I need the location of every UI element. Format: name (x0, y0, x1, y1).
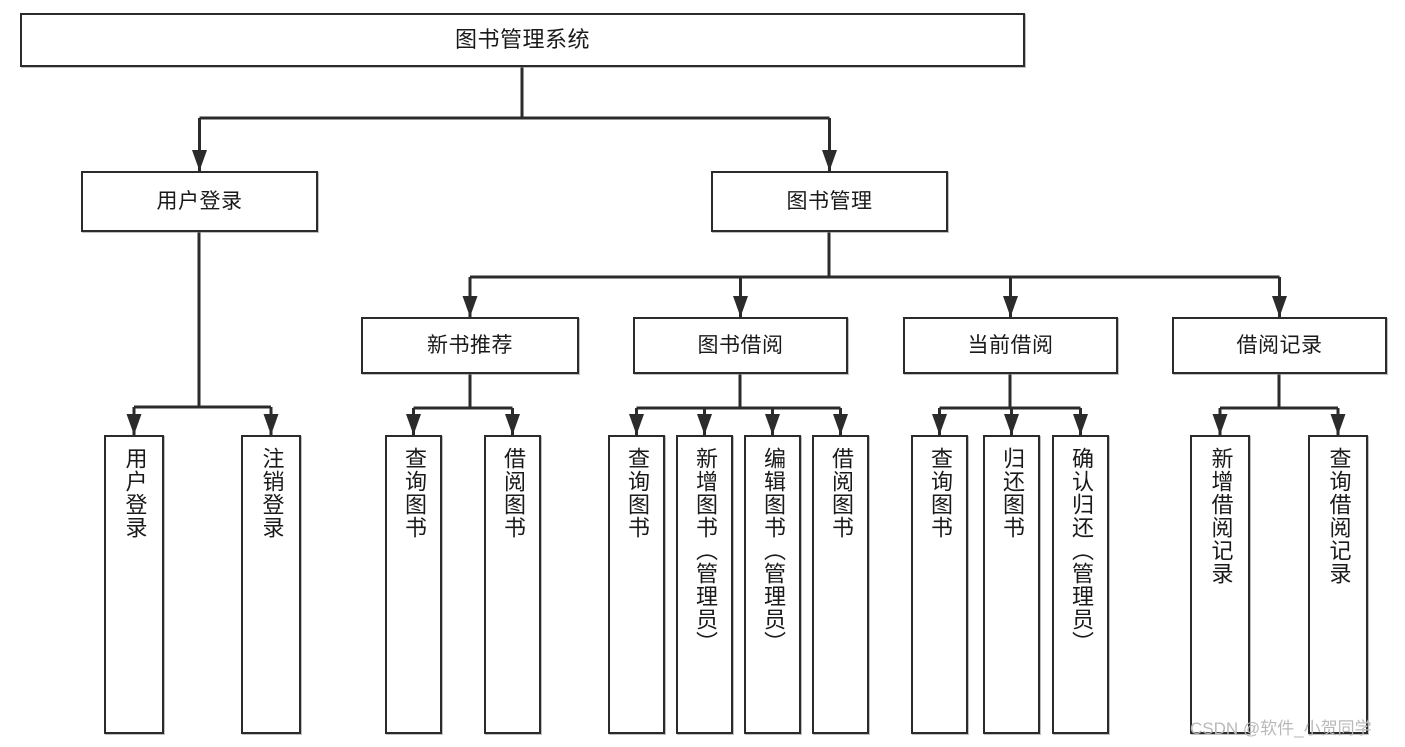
node-leaf-query-record: 查询借阅记录 (1308, 435, 1368, 734)
node-borrow-record: 借阅记录 (1172, 317, 1387, 374)
arrowhead-icon-leaf-borrow-book-2 (833, 414, 848, 435)
arrowhead-icon-user-login (192, 150, 207, 171)
arrowhead-icon-leaf-add-book (697, 414, 712, 435)
node-new-book-rec: 新书推荐 (361, 317, 579, 374)
arrowhead-icon-leaf-add-record (1212, 414, 1228, 435)
node-label-leaf-add-record: 新增借阅记录 (1208, 447, 1234, 585)
node-label-root: 图书管理系统 (454, 26, 590, 52)
node-leaf-add-record: 新增借阅记录 (1190, 435, 1250, 734)
node-label-current-borrow: 当前借阅 (967, 333, 1054, 357)
node-current-borrow: 当前借阅 (903, 317, 1118, 374)
node-label-borrow-record: 借阅记录 (1236, 333, 1323, 357)
arrowhead-icon-leaf-logout (263, 414, 279, 435)
node-label-book-manage: 图书管理 (786, 189, 873, 213)
node-leaf-user-login: 用户登录 (104, 435, 164, 734)
node-leaf-query-book-3: 查询图书 (911, 435, 968, 734)
node-label-leaf-user-login: 用户登录 (122, 447, 148, 539)
node-leaf-query-book-1: 查询图书 (385, 435, 442, 734)
node-label-leaf-edit-book: 编辑图书（管理员） (760, 447, 786, 654)
arrowhead-icon-leaf-borrow-book-1 (505, 414, 520, 435)
node-leaf-query-book-2: 查询图书 (608, 435, 665, 734)
node-leaf-logout: 注销登录 (241, 435, 301, 734)
node-leaf-borrow-book-2: 借阅图书 (812, 435, 869, 734)
arrowhead-icon-leaf-query-record (1330, 414, 1346, 435)
node-label-leaf-query-book-3: 查询图书 (927, 447, 953, 539)
arrowhead-icon-leaf-return-book (1004, 414, 1019, 435)
node-label-leaf-query-record: 查询借阅记录 (1326, 447, 1352, 585)
node-label-book-borrow: 图书借阅 (697, 333, 784, 357)
node-leaf-borrow-book-1: 借阅图书 (484, 435, 541, 734)
node-label-leaf-query-book-1: 查询图书 (401, 447, 427, 539)
arrowhead-icon-new-book-rec (462, 296, 478, 317)
node-label-leaf-return-book: 归还图书 (999, 447, 1025, 539)
node-leaf-edit-book: 编辑图书（管理员） (744, 435, 801, 734)
node-label-new-book-rec: 新书推荐 (427, 333, 513, 357)
arrowhead-icon-book-manage (822, 150, 837, 171)
arrowhead-icon-leaf-edit-book (765, 414, 780, 435)
arrowhead-icon-leaf-query-book-1 (406, 414, 421, 435)
node-label-leaf-borrow-book-2: 借阅图书 (828, 447, 854, 539)
node-leaf-return-book: 归还图书 (983, 435, 1040, 734)
node-label-leaf-borrow-book-1: 借阅图书 (500, 447, 526, 539)
arrowhead-icon-leaf-confirm-return (1073, 414, 1088, 435)
node-root: 图书管理系统 (20, 13, 1025, 67)
arrowhead-icon-borrow-record (1272, 296, 1287, 317)
arrowhead-icon-leaf-user-login (126, 414, 142, 435)
arrowhead-icon-leaf-query-book-3 (932, 414, 947, 435)
node-label-user-login: 用户登录 (156, 189, 243, 213)
node-label-leaf-logout: 注销登录 (259, 447, 285, 539)
node-book-borrow: 图书借阅 (633, 317, 848, 374)
node-user-login: 用户登录 (81, 171, 318, 232)
node-label-leaf-add-book: 新增图书（管理员） (692, 447, 718, 654)
node-leaf-add-book: 新增图书（管理员） (676, 435, 733, 734)
arrowhead-icon-current-borrow (1003, 296, 1018, 317)
arrowhead-icon-book-borrow (733, 296, 748, 317)
node-label-leaf-confirm-return: 确认归还（管理员） (1068, 447, 1094, 654)
node-book-manage: 图书管理 (711, 171, 948, 232)
watermark-text: CSDN @软件_小贺同学 (1190, 719, 1372, 738)
node-leaf-confirm-return: 确认归还（管理员） (1052, 435, 1109, 734)
node-label-leaf-query-book-2: 查询图书 (624, 447, 650, 539)
arrowhead-icon-leaf-query-book-2 (629, 414, 644, 435)
